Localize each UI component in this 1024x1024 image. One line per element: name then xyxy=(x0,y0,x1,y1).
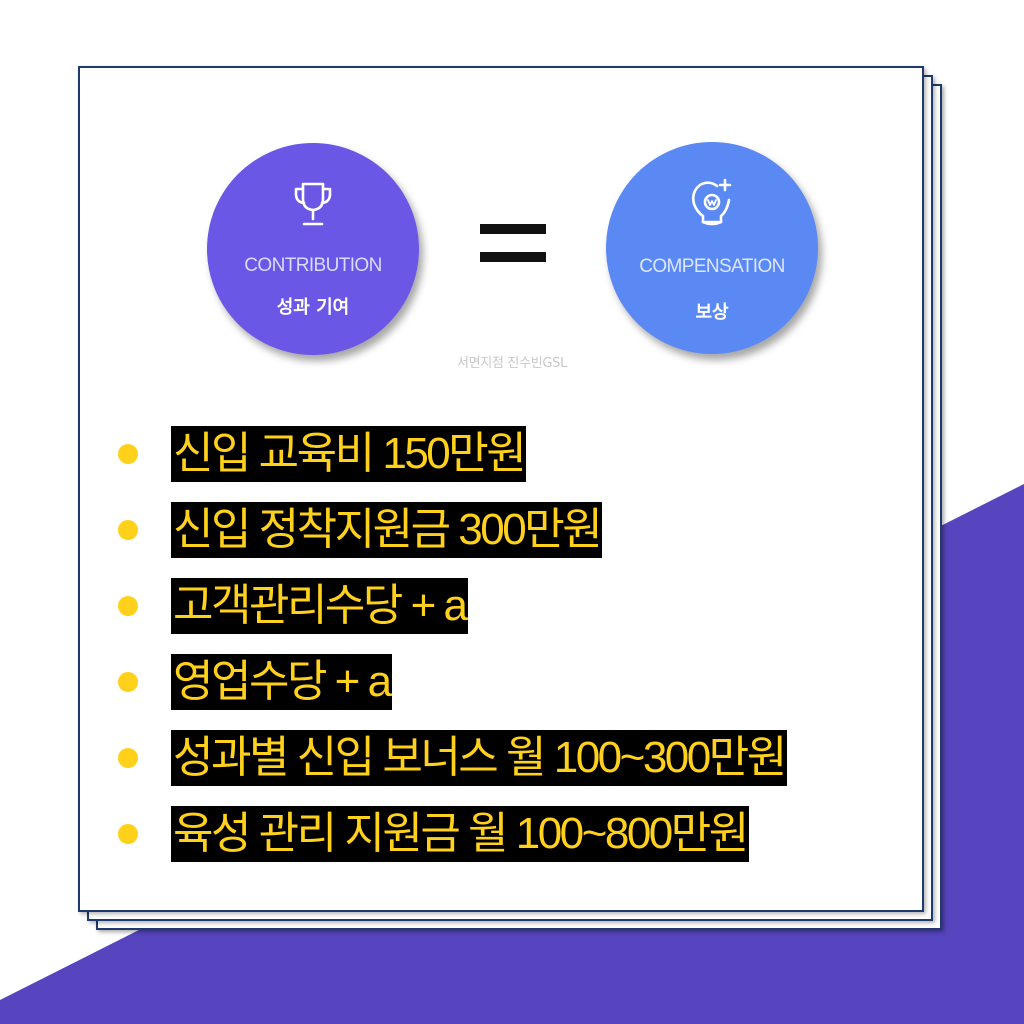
bullet-dot-icon xyxy=(118,672,138,692)
compensation-label-en: COMPENSATION xyxy=(639,256,785,277)
benefit-text: 신입 교육비 150만원 xyxy=(171,426,527,482)
contribution-label-ko: 성과 기여 xyxy=(276,297,350,318)
bullet-dot-icon xyxy=(118,596,138,616)
bullet-dot-icon xyxy=(118,520,138,540)
bullet-dot-icon xyxy=(118,748,138,768)
benefit-text: 신입 정착지원금 300만원 xyxy=(171,502,603,558)
compensation-circle: COMPENSATION 보상 xyxy=(606,142,818,354)
benefit-text: 육성 관리 지원금 월 100~800만원 xyxy=(171,806,749,862)
trophy-icon xyxy=(294,182,332,226)
watermark-text: 서면지점 진수빈GSL xyxy=(456,356,568,371)
compensation-label-ko: 보상 xyxy=(695,302,729,323)
bullet-dot-icon xyxy=(118,444,138,464)
contribution-circle: CONTRIBUTION 성과 기여 xyxy=(207,143,419,355)
benefit-text: 고객관리수당 + a xyxy=(171,578,468,634)
equals-sign xyxy=(480,224,546,280)
contribution-label-en: CONTRIBUTION xyxy=(244,255,382,276)
benefit-text: 성과별 신입 보너스 월 100~300만원 xyxy=(171,730,787,786)
bullet-dot-icon xyxy=(118,824,138,844)
benefit-text: 영업수당 + a xyxy=(171,654,392,710)
reward-badge-icon xyxy=(691,178,732,226)
